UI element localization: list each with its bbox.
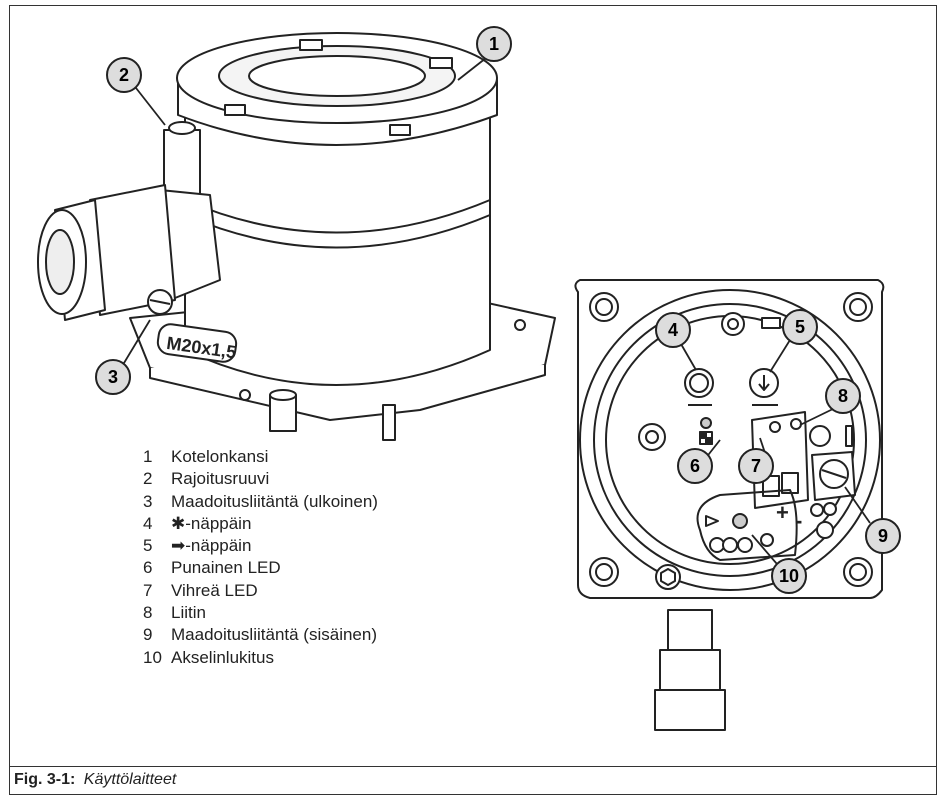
- legend-item: 4✱-näppäin: [143, 513, 252, 533]
- housing-isometric: [37, 32, 556, 441]
- svg-text:6: 6: [690, 456, 700, 476]
- callout-10: 10: [771, 558, 807, 594]
- callout-5: 5: [782, 309, 818, 345]
- device-illustration: M20x1,5 + - 1 2 3 4 5 6 7: [37, 26, 901, 731]
- svg-text:10: 10: [779, 566, 799, 586]
- terminal-plus-label: +: [776, 500, 789, 525]
- callouts: 1 2 3 4 5 6 7 8: [95, 26, 901, 594]
- svg-text:1: 1: [489, 34, 499, 54]
- callout-4: 4: [655, 312, 691, 348]
- callout-1: 1: [476, 26, 512, 62]
- callout-7: 7: [738, 448, 774, 484]
- svg-text:5: 5: [795, 317, 805, 337]
- legend-item: 5➡-näppäin: [143, 536, 252, 556]
- svg-text:2: 2: [119, 65, 129, 85]
- callout-8: 8: [825, 378, 861, 414]
- svg-text:7: 7: [751, 456, 761, 476]
- callout-6: 6: [677, 448, 713, 484]
- figure-title: Käyttölaitteet: [83, 771, 177, 788]
- callout-9: 9: [865, 518, 901, 554]
- figure-frame: [9, 5, 937, 795]
- housing-top-view: [574, 279, 885, 731]
- caption-divider: [9, 766, 937, 767]
- callout-3: 3: [95, 359, 131, 395]
- figure-number: Fig. 3-1:: [14, 771, 76, 788]
- svg-text:9: 9: [878, 526, 888, 546]
- figure-caption: Fig. 3-1: Käyttölaitteet: [14, 771, 176, 789]
- svg-text:3: 3: [108, 367, 118, 387]
- svg-text:8: 8: [838, 386, 848, 406]
- svg-text:4: 4: [668, 320, 678, 340]
- callout-2: 2: [106, 57, 142, 93]
- terminal-minus-label: -: [795, 508, 802, 533]
